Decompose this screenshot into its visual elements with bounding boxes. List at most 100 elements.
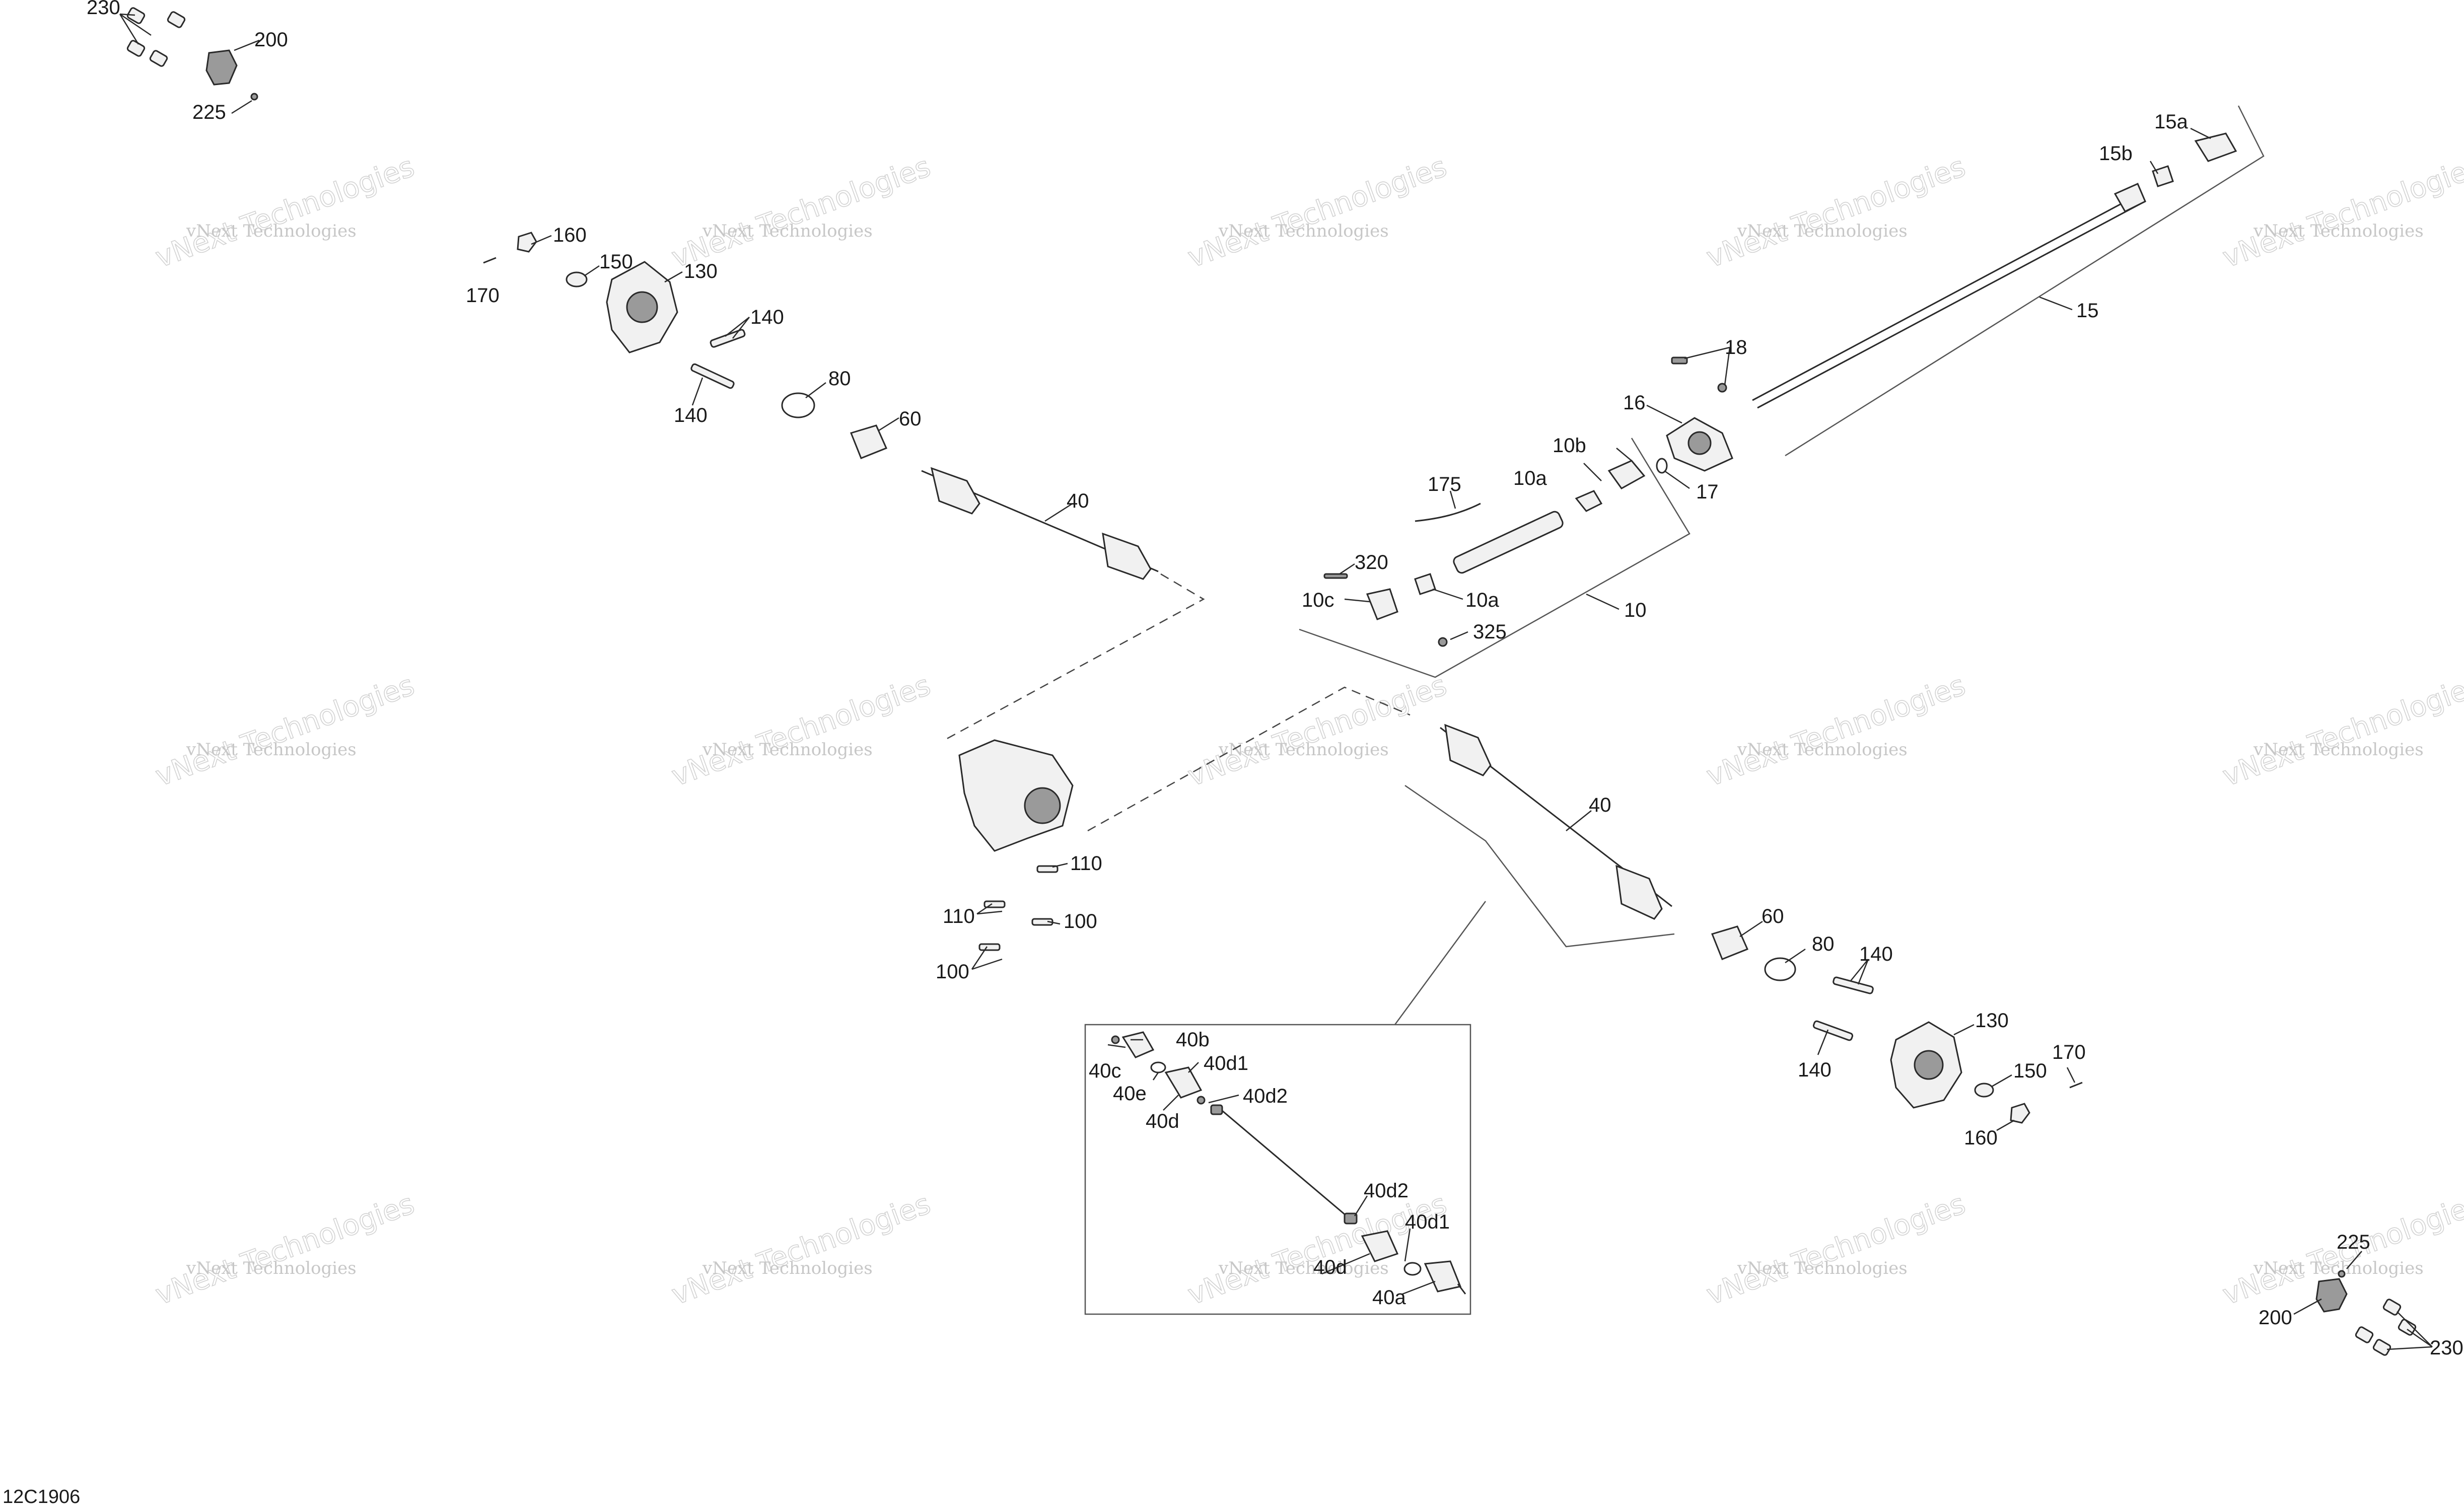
- watermark: vNext Technologies vNext Technologies: [151, 150, 419, 275]
- leader-line: [2346, 1251, 2362, 1269]
- leader-line: [976, 903, 1003, 915]
- callout-label: 200: [2259, 1307, 2292, 1329]
- u-joint-icon: [1575, 490, 1603, 512]
- clamp-icon: [1403, 1262, 1422, 1276]
- svg-text:vNext Technologies: vNext Technologies: [186, 740, 357, 760]
- svg-text:vNext Technologies: vNext Technologies: [1218, 1258, 1389, 1278]
- right-axle-connection-line: [1087, 686, 1411, 832]
- watermark: vNext Technologies vNext Technologies: [667, 669, 935, 794]
- left-drive-axle: [921, 467, 1159, 580]
- leader-line: [234, 39, 260, 51]
- front-differential: [958, 739, 1074, 970]
- leader-line: [2039, 296, 2073, 311]
- svg-text:vNext Technologies: vNext Technologies: [702, 221, 873, 241]
- callout-label: 15b: [2099, 142, 2133, 165]
- svg-text:vNext Technologies: vNext Technologies: [667, 669, 935, 793]
- leader-line: [2066, 1067, 2076, 1083]
- leader-line: [1991, 1074, 2012, 1088]
- document-id: 12C1906: [3, 1486, 80, 1507]
- leader-line: [971, 946, 1003, 970]
- watermark: vNext Technologies vNext Technologies: [1702, 1187, 1970, 1312]
- leader-line: [1953, 1024, 1975, 1036]
- washer-icon: [566, 271, 588, 288]
- sensor-icon: [205, 49, 238, 86]
- leader-line: [1432, 588, 1463, 600]
- callout-label: 40d2: [1243, 1085, 1288, 1107]
- leader-line: [664, 271, 683, 283]
- yoke-icon: [1607, 460, 1646, 489]
- callout-label: 40: [1589, 794, 1611, 816]
- callout-label: 10b: [1553, 435, 1586, 457]
- bearing-center-icon: [1687, 431, 1712, 455]
- watermark: vNext Technologies vNext Technologies: [151, 1187, 419, 1312]
- callout-label: 40: [1067, 490, 1089, 512]
- leader-line: [805, 382, 826, 398]
- leader-line: [1339, 563, 1355, 575]
- right-axle-group-outline: [1404, 784, 1675, 948]
- leader-line: [691, 377, 703, 406]
- callout-label: 230: [87, 0, 120, 19]
- bolt-icon: [1036, 865, 1059, 873]
- driveshaft-group-outline: [1785, 105, 2265, 457]
- callout-label: 225: [192, 101, 226, 123]
- callout-label: 170: [466, 284, 500, 307]
- left-axle-connection-line: [944, 573, 1205, 741]
- axle-stub-icon: [1457, 1283, 1466, 1295]
- bottom-right-hardware: [2293, 1251, 2433, 1356]
- leader-line: [1817, 1029, 1829, 1055]
- svg-text:vNext Technologies: vNext Technologies: [667, 1188, 935, 1312]
- bolt-icon: [1833, 976, 1874, 994]
- callout-label: 160: [553, 224, 587, 246]
- differential-output-icon: [1024, 787, 1061, 824]
- left-hub-assembly: [483, 232, 899, 459]
- watermark: vNext Technologies vNext Technologies: [2218, 669, 2464, 794]
- callout-label: 80: [1812, 933, 1835, 955]
- leader-line: [2293, 1298, 2322, 1315]
- shaft-spline-icon: [1210, 1104, 1223, 1115]
- svg-text:vNext Technologies: vNext Technologies: [667, 151, 935, 274]
- svg-text:vNext Technologies: vNext Technologies: [1702, 151, 1969, 274]
- cotter-pin-icon: [483, 257, 497, 264]
- svg-text:vNext Technologies: vNext Technologies: [1218, 221, 1389, 241]
- shaft-spline-icon: [1344, 1212, 1358, 1225]
- bolt-icon: [167, 11, 186, 28]
- hub-center-icon: [626, 291, 658, 323]
- callout-label: 160: [1964, 1127, 1998, 1149]
- callout-label: 80: [828, 368, 851, 390]
- leader-line: [2386, 1311, 2433, 1350]
- svg-text:vNext Technologies: vNext Technologies: [1702, 669, 1969, 793]
- nut-icon: [1717, 383, 1727, 393]
- callout-label: 10a: [1513, 467, 1547, 489]
- watermark: vNext Technologies vNext Technologies: [1183, 1187, 1451, 1312]
- bolt-icon: [2382, 1299, 2402, 1316]
- leader-line: [1344, 598, 1370, 603]
- callout-labels: 230 200 225 160 150 170 130 140 140 80 6…: [87, 0, 2463, 1359]
- callout-label: 100: [1064, 910, 1097, 932]
- svg-text:vNext Technologies: vNext Technologies: [2218, 669, 2464, 793]
- svg-text:vNext Technologies: vNext Technologies: [1183, 1188, 1451, 1312]
- leader-line: [1850, 959, 1869, 985]
- callout-label: 10a: [1465, 589, 1499, 611]
- leader-line: [1354, 1195, 1368, 1216]
- watermark: vNext Technologies vNext Technologies: [1183, 669, 1451, 794]
- callout-label: 140: [750, 306, 784, 328]
- u-joint-icon: [2152, 165, 2174, 187]
- cv-boot-icon: [1361, 1230, 1399, 1262]
- callout-label: 10: [1624, 599, 1647, 621]
- callout-label: 18: [1725, 336, 1747, 358]
- o-ring-icon: [1656, 458, 1668, 474]
- callout-label: 60: [899, 408, 922, 430]
- detail-leader-line: [1394, 901, 1487, 1025]
- bolt-icon: [1812, 1020, 1854, 1041]
- svg-text:vNext Technologies: vNext Technologies: [1702, 1188, 1969, 1312]
- callout-label: 60: [1762, 905, 1784, 927]
- callout-label: 110: [943, 905, 975, 927]
- leader-line: [1047, 920, 1061, 925]
- leader-line: [1044, 503, 1073, 522]
- rear-driveshaft-icon: [1757, 203, 2141, 409]
- bolt-icon: [690, 363, 735, 389]
- axle-shaft-icon: [1218, 1107, 1350, 1219]
- callout-label: 140: [674, 404, 708, 426]
- callout-label: 150: [2013, 1060, 2047, 1082]
